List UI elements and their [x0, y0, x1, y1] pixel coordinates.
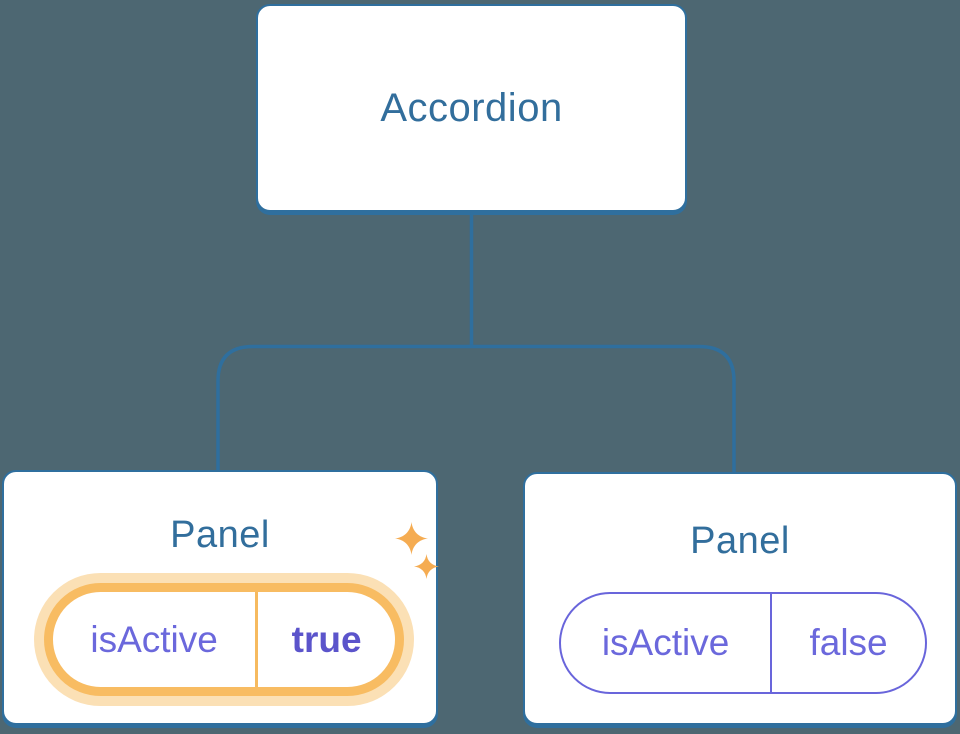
state-value-cell: true	[258, 592, 395, 687]
state-key-label: isActive	[90, 618, 218, 660]
panel-node-inactive: Panel isActive false	[523, 472, 957, 725]
accordion-label: Accordion	[380, 85, 563, 130]
state-pill-active: isActive true	[44, 583, 404, 696]
state-value-cell: false	[772, 594, 925, 692]
panel-node-active: Panel isActive true	[2, 470, 439, 725]
panel-title: Panel	[690, 520, 790, 562]
state-value-label: true	[291, 618, 362, 660]
state-key-cell: isActive	[53, 592, 259, 687]
sparkles-icon	[395, 522, 439, 579]
state-pill-inactive: isActive false	[559, 592, 927, 694]
state-value-label: false	[809, 622, 888, 663]
panel-title: Panel	[170, 514, 270, 556]
accordion-node: Accordion	[256, 4, 687, 212]
state-key-cell: isActive	[561, 594, 773, 692]
state-key-label: isActive	[601, 622, 730, 663]
